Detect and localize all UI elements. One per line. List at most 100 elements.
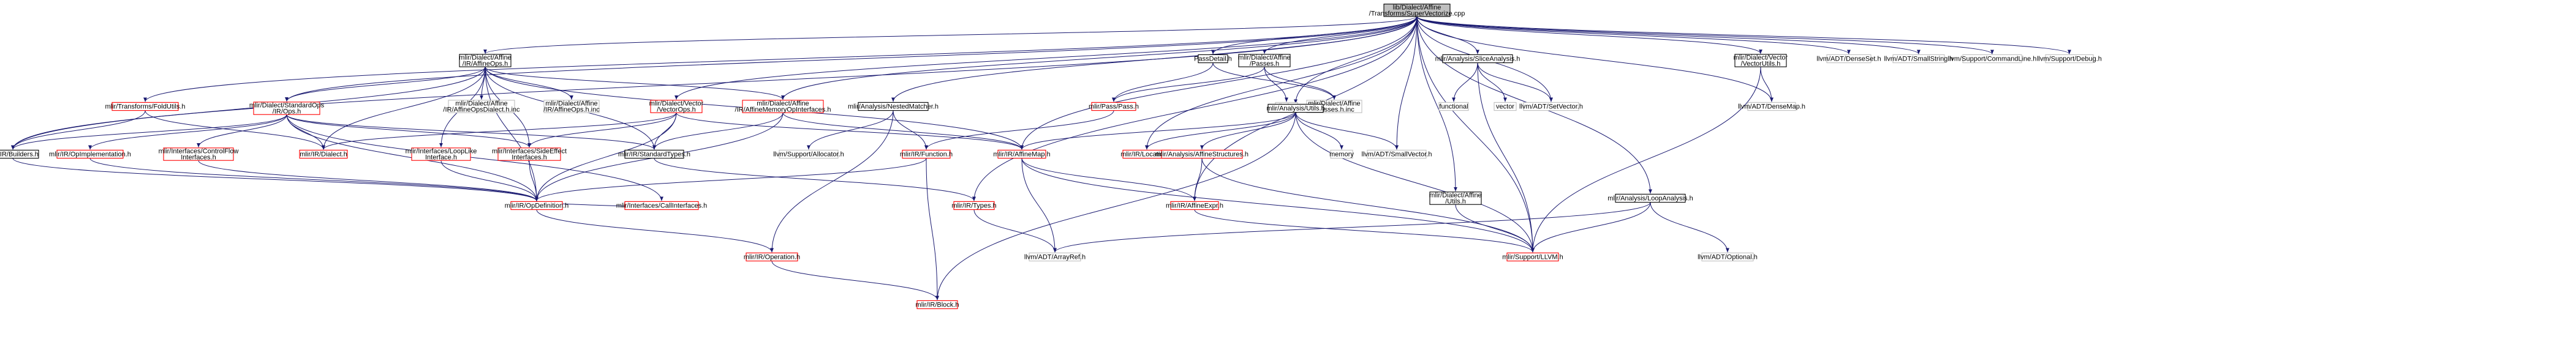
node-box-allocator [779, 149, 839, 159]
node-builders[interactable]: mlir/IR/Builders.h [0, 149, 39, 159]
edge-sideeffect-to-opdefinition [529, 160, 538, 201]
node-affinestructures[interactable]: mlir/Analysis/AffineStructures.h [1155, 149, 1248, 159]
node-block[interactable]: mlir/IR/Block.h [916, 300, 959, 310]
edge-root-to-location [1145, 16, 1418, 150]
edge-function-to-opdefinition [535, 158, 927, 201]
node-passpass[interactable]: mlir/Pass/Pass.h [1089, 102, 1139, 111]
edge-sliceanalysis-to-vector [1477, 62, 1507, 102]
node-allocator: llvm/Support/Allocator.h [773, 149, 844, 159]
node-affinememory[interactable]: mlir/Dialect/Affine/IR/AffineMemoryOpInt… [735, 100, 831, 114]
edge-root-to-smallstring [1416, 16, 1921, 54]
node-label-dialect-line-0: mlir/IR/Dialect.h [300, 151, 347, 158]
nodes-layer: lib/Dialect/Affine/Transforms/SuperVecto… [0, 4, 2102, 310]
edge-vectorops-to-affinemap [676, 112, 1024, 150]
edge-root-to-standardops [285, 16, 1418, 102]
edge-opdefinition-to-operation [536, 209, 774, 253]
node-box-loopanalysis [1615, 193, 1686, 203]
node-box-commandline [1962, 54, 2022, 64]
node-label-standardtypes-line-0: mlir/IR/StandardTypes.h [618, 151, 690, 158]
edge-affineutils-to-llvmh [1455, 204, 1535, 253]
node-label-foldutils-line-0: mlir/Transforms/FoldUtils.h [105, 103, 186, 111]
node-label-vectorops-line-0: mlir/Dialect/Vector [649, 100, 704, 108]
node-label-affineexpr-line-0: mlir/IR/AffineExpr.h [1166, 203, 1223, 210]
node-label-controlflow-line-0: mlir/Interfaces/ControlFlow [159, 148, 239, 155]
node-sliceanalysis[interactable]: mlir/Analysis/SliceAnalysis.h [1435, 54, 1520, 64]
node-opdefinition[interactable]: mlir/IR/OpDefinition.h [505, 201, 569, 210]
node-label-block-line-0: mlir/IR/Block.h [916, 302, 959, 309]
node-densemap: llvm/ADT/DenseMap.h [1738, 102, 1805, 111]
node-passdetail[interactable]: PassDetail.h [1194, 54, 1232, 64]
edge-passdetail-to-passesinc [1212, 62, 1336, 100]
node-box-sliceanalysis [1442, 54, 1513, 64]
node-optional: llvm/ADT/Optional.h [1698, 252, 1758, 262]
node-standardtypes[interactable]: mlir/IR/StandardTypes.h [618, 149, 690, 159]
node-dialect[interactable]: mlir/IR/Dialect.h [299, 149, 348, 159]
node-opimpl[interactable]: mlir/IR/OpImplementation.h [49, 149, 131, 159]
node-affineutils[interactable]: mlir/Dialect/Affine/Utils.h [1429, 191, 1482, 206]
edge-vectorops-to-sideeffect [527, 113, 677, 147]
edge-affineops-to-dialect [322, 67, 486, 150]
node-label-affineops-line-1: /IR/AffineOps.h [463, 61, 508, 68]
node-label-controlflow-line-1: Interfaces.h [181, 154, 216, 162]
node-llvmh[interactable]: mlir/Support/LLVM.h [1502, 252, 1563, 262]
node-box-smallvector [1367, 149, 1427, 159]
node-types[interactable]: mlir/IR/Types.h [951, 201, 997, 210]
node-label-sliceanalysis-line-0: mlir/Analysis/SliceAnalysis.h [1435, 56, 1520, 63]
node-label-passpass-line-0: mlir/Pass/Pass.h [1089, 103, 1139, 111]
node-label-vectorutils-line-0: mlir/Dialect/Vector [1734, 54, 1788, 62]
node-box-passpass [1091, 102, 1136, 111]
node-nestedmatcher[interactable]: mlir/Analysis/NestedMatcher.h [848, 102, 939, 111]
node-box-opdefinition [510, 201, 563, 210]
edge-affinemap-to-arrayref [1021, 158, 1057, 253]
node-box-affineops [459, 54, 512, 67]
node-label-arrayref-line-0: llvm/ADT/ArrayRef.h [1024, 254, 1086, 261]
node-operation[interactable]: mlir/IR/Operation.h [744, 252, 800, 262]
node-label-memory-line-0: memory [1329, 151, 1354, 158]
edge-vectorutils-to-densemap [1760, 67, 1773, 102]
node-affineexpr[interactable]: mlir/IR/AffineExpr.h [1166, 201, 1223, 210]
node-label-passesinc-line-1: /Passes.h.inc [1314, 106, 1354, 114]
edge-nestedmatcher-to-operation [770, 110, 894, 253]
edge-types-to-arrayref [973, 209, 1057, 253]
node-label-llvmh-line-0: mlir/Support/LLVM.h [1502, 254, 1563, 261]
node-densesetdep: llvm/ADT/DenseSet.h [1816, 54, 1881, 64]
node-function[interactable]: mlir/IR/Function.h [900, 149, 953, 159]
node-vectorutils[interactable]: mlir/Dialect/Vector/VectorUtils.h [1734, 54, 1788, 68]
node-label-looplike-line-0: mlir/Interfaces/LoopLike [406, 148, 477, 155]
edge-root-to-commandline [1416, 16, 1994, 54]
node-label-densesetdep-line-0: llvm/ADT/DenseSet.h [1816, 56, 1881, 63]
node-loopanalysis[interactable]: mlir/Analysis/LoopAnalysis.h [1607, 193, 1693, 203]
edge-affinestructures-to-affineexpr [1193, 158, 1203, 201]
edge-nestedmatcher-to-allocator [807, 110, 894, 150]
edge-root-to-densemap [1416, 16, 1773, 102]
node-affinepasses[interactable]: mlir/Dialect/Affine/Passes.h [1238, 54, 1291, 68]
edge-affinemap-to-affineexpr [1021, 158, 1196, 201]
node-location[interactable]: mlir/IR/Location.h [1120, 149, 1173, 159]
node-label-affineops-line-0: mlir/Dialect/Affine [459, 54, 511, 62]
node-label-densemap-line-0: llvm/ADT/DenseMap.h [1738, 103, 1805, 111]
node-label-functional-line-0: functional [1439, 103, 1468, 111]
node-standardops[interactable]: mlir/Dialect/StandardOps/IR/Ops.h [249, 102, 325, 116]
edge-root-to-vectorops [674, 16, 1418, 100]
node-foldutils[interactable]: mlir/Transforms/FoldUtils.h [105, 102, 186, 111]
edge-passdetail-to-passpass [1112, 62, 1214, 102]
edge-controlflow-to-opdefinition [198, 160, 538, 201]
edge-analysisutils-to-block [935, 112, 1296, 300]
node-label-operation-line-0: mlir/IR/Operation.h [744, 254, 800, 261]
node-affineops[interactable]: mlir/Dialect/Affine/IR/AffineOps.h [459, 54, 512, 68]
node-root[interactable]: lib/Dialect/Affine/Transforms/SuperVecto… [1369, 4, 1465, 17]
node-affinemap[interactable]: mlir/IR/AffineMap.h [993, 149, 1051, 159]
node-vectorops[interactable]: mlir/Dialect/Vector/VectorOps.h [649, 100, 704, 114]
node-box-operation [746, 252, 798, 262]
node-label-vectorops-line-1: /VectorOps.h [657, 106, 696, 114]
node-label-affinestructures-line-0: mlir/Analysis/AffineStructures.h [1155, 151, 1248, 158]
node-label-affineopsdialect-line-1: /IR/AffineOpsDialect.h.inc [443, 106, 520, 114]
node-box-sideeffect [497, 147, 561, 161]
node-callinterfaces[interactable]: mlir/Interfaces/CallInterfaces.h [616, 201, 708, 210]
node-analysisutils[interactable]: mlir/Analysis/Utils.h [1266, 103, 1325, 113]
edge-analysisutils-to-affinestructures [1200, 112, 1296, 150]
